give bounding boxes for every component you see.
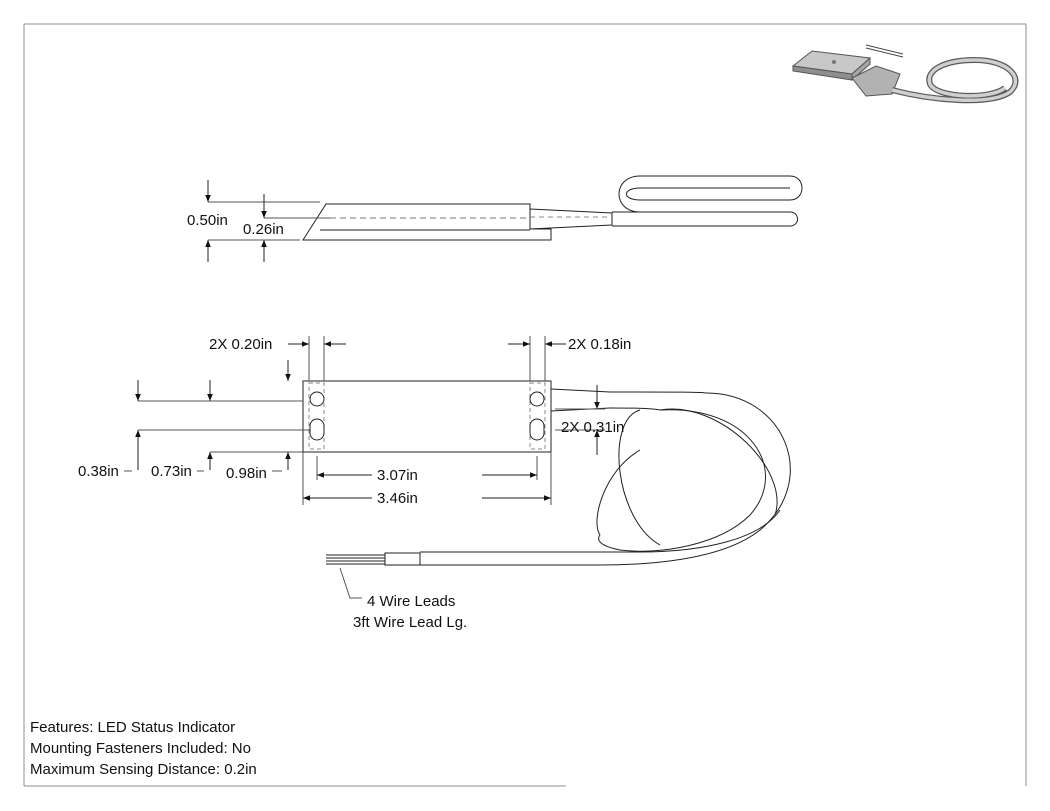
top-view — [124, 336, 791, 599]
feature-fasteners: Mounting Fasteners Included: No — [30, 740, 251, 757]
dim-offset-a: 0.38in — [78, 463, 119, 480]
dim-overall-length: 3.46in — [377, 490, 418, 507]
dim-slot-width-right: 2X 0.18in — [568, 336, 631, 353]
lead-callout-line2: 3ft Wire Lead Lg. — [353, 614, 467, 631]
feature-sensing: Maximum Sensing Distance: 0.2in — [30, 761, 257, 778]
drawing-frame — [23, 23, 1027, 787]
dim-offset-c: 0.98in — [226, 465, 267, 482]
dim-height-body: 0.26in — [243, 221, 284, 238]
dim-height-total: 0.50in — [187, 212, 228, 229]
dim-slot-pitch: 2X 0.31in — [561, 419, 624, 436]
isometric-thumbnail — [791, 44, 1019, 104]
dim-offset-b: 0.73in — [151, 463, 192, 480]
dim-hole-spacing: 3.07in — [377, 467, 418, 484]
feature-led: Features: LED Status Indicator — [30, 719, 236, 736]
dim-slot-width-left: 2X 0.20in — [209, 336, 272, 353]
side-view — [205, 175, 803, 262]
lead-callout-line1: 4 Wire Leads — [367, 593, 455, 610]
